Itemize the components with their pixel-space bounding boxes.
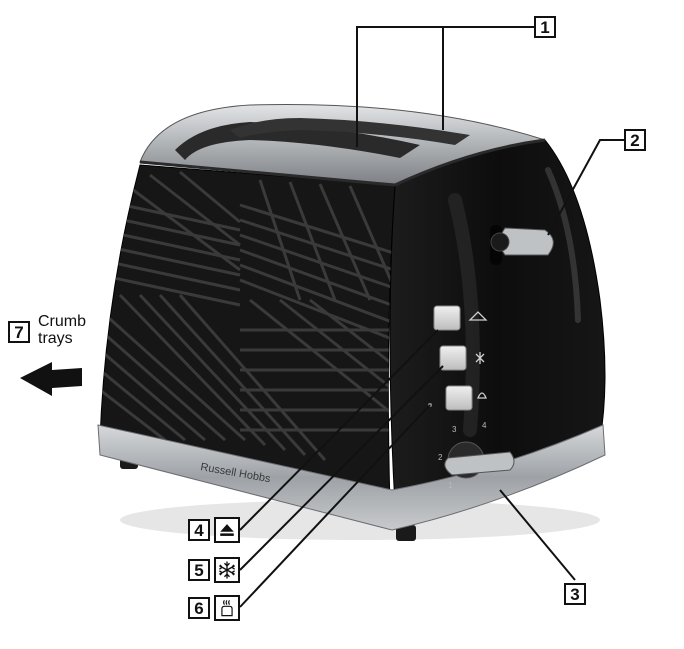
leader-lines bbox=[239, 26, 624, 608]
frozen-snowflake-icon bbox=[214, 557, 240, 583]
lift-button[interactable] bbox=[433, 305, 461, 331]
frozen-button[interactable] bbox=[439, 345, 467, 371]
callout-6: 6 bbox=[188, 597, 210, 619]
browning-dial[interactable] bbox=[444, 451, 515, 476]
reheat-icon bbox=[214, 595, 240, 621]
callout-3: 3 bbox=[564, 583, 586, 605]
lift-eject-icon bbox=[214, 517, 240, 543]
button-side-icons bbox=[468, 311, 488, 399]
callout-2: 2 bbox=[624, 129, 646, 151]
side-highlight bbox=[545, 167, 581, 323]
crumb-tray-arrow bbox=[20, 362, 82, 396]
bread-slot-back bbox=[230, 118, 470, 145]
dial-mark-1: 1 bbox=[448, 481, 453, 490]
foot-right bbox=[396, 525, 416, 541]
dial-mark-3: 3 bbox=[452, 425, 457, 434]
crumb-trays-label: Crumb trays bbox=[38, 313, 86, 347]
callout-1: 1 bbox=[534, 16, 556, 38]
reheat-button[interactable] bbox=[445, 385, 473, 411]
dial-mark-2: 2 bbox=[438, 453, 443, 462]
crumb-label-line2: trays bbox=[38, 330, 73, 347]
dial-mark-4: 4 bbox=[482, 421, 487, 430]
lever-pivot bbox=[490, 232, 510, 252]
callout-7: 7 bbox=[8, 321, 30, 343]
top-rim bbox=[139, 138, 546, 187]
callout-4: 4 bbox=[188, 519, 210, 541]
crumb-label-line1: Crumb bbox=[38, 313, 87, 330]
callout-5: 5 bbox=[188, 559, 210, 581]
